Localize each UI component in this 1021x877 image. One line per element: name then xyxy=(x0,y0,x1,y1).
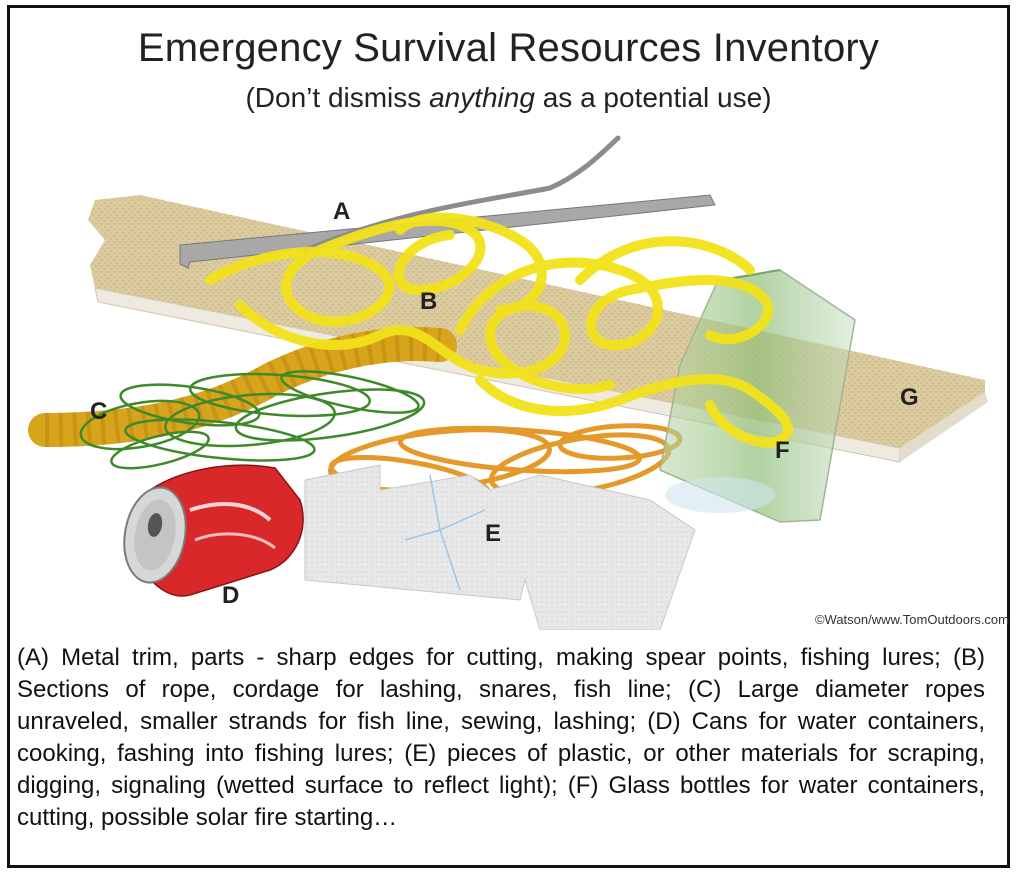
green-cord-icon xyxy=(79,370,426,470)
label-b: B xyxy=(420,288,438,315)
label-c: C xyxy=(90,398,108,425)
label-g: G xyxy=(900,384,919,411)
soda-can-icon xyxy=(123,464,304,597)
label-d: D xyxy=(222,582,240,609)
subtitle-prefix: (Don’t dismiss xyxy=(245,82,430,113)
thick-rope-icon xyxy=(28,327,457,447)
plastic-piece-icon xyxy=(304,464,696,630)
label-e: E xyxy=(485,520,502,547)
yellow-cord-icon xyxy=(205,212,793,448)
label-a: A xyxy=(333,198,351,225)
subtitle-emphasis: anything xyxy=(429,82,535,113)
subtitle-suffix: as a potential use) xyxy=(534,82,772,113)
page-subtitle: (Don’t dismiss anything as a potential u… xyxy=(10,82,1007,114)
label-f: F xyxy=(775,437,790,464)
page-title: Emergency Survival Resources Inventory xyxy=(137,26,880,70)
survival-items-illustration xyxy=(28,135,988,630)
caption-text: (A) Metal trim, parts - sharp edges for … xyxy=(17,644,985,831)
image-credit: ©Watson/www.TomOutdoors.com xyxy=(814,612,1009,627)
